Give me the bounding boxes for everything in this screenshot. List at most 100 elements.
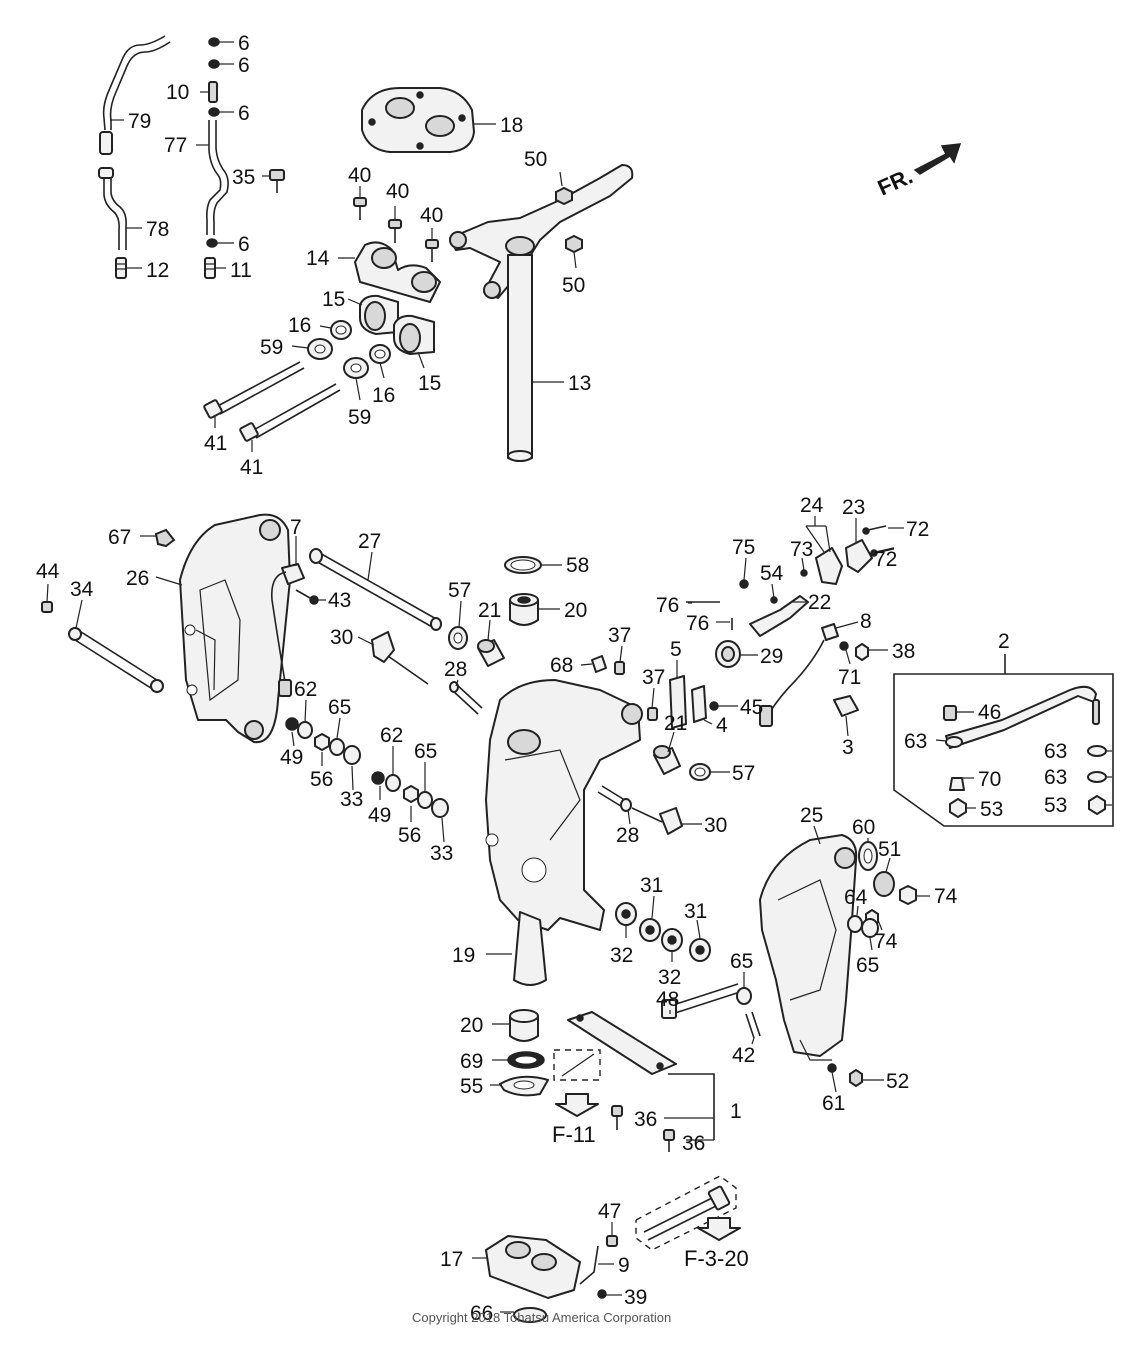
bolt-43 (295, 589, 319, 605)
callout: 46 (978, 701, 1001, 724)
seal-69 (507, 1051, 545, 1069)
callout: 10 (166, 81, 189, 104)
callout: 28 (444, 658, 467, 681)
callout: 71 (838, 666, 861, 689)
callout: 34 (70, 578, 94, 601)
hose-79 (99, 35, 171, 155)
anode-plate-1 (567, 1011, 715, 1140)
callout: 31 (640, 874, 663, 897)
pins-76 (686, 601, 733, 630)
callout: 57 (448, 579, 471, 602)
callout-labels: 6 6 10 6 79 77 35 78 6 12 11 18 40 40 40… (36, 32, 1067, 1325)
callout: 38 (892, 640, 915, 663)
bolt-67 (154, 528, 176, 548)
callout: 33 (430, 842, 453, 865)
callout: 6 (238, 102, 250, 125)
bracket-22 (749, 595, 809, 637)
washers-31-32 (615, 902, 711, 962)
callout: 43 (328, 589, 351, 612)
callout: 32 (658, 966, 681, 989)
callout: 2 (998, 630, 1010, 653)
pin-28b (597, 785, 632, 812)
callout: 63 (1044, 766, 1067, 789)
callout: 31 (684, 900, 707, 923)
callout: 15 (418, 372, 441, 395)
callout: 66 (470, 1302, 493, 1325)
swivel-bracket-19 (485, 679, 643, 986)
bracket-30a (371, 631, 429, 685)
callout: 59 (348, 406, 371, 429)
callout: 27 (358, 530, 381, 553)
callout: 33 (340, 788, 363, 811)
callout: 57 (732, 762, 755, 785)
callout: 40 (386, 180, 409, 203)
callout: 61 (822, 1092, 845, 1115)
callout: 37 (608, 624, 631, 647)
nuts-50 (555, 186, 583, 254)
plate-55 (499, 1075, 549, 1097)
callout: 17 (440, 1248, 463, 1271)
bushing-21a (477, 639, 505, 667)
callout: 14 (306, 247, 330, 270)
wire-9 (579, 1245, 599, 1285)
callout: 62 (294, 678, 317, 701)
callout: 45 (740, 696, 763, 719)
bracket-30b (631, 807, 683, 835)
callout: 7 (290, 516, 302, 539)
hose-77 (206, 120, 229, 235)
callout: 1 (730, 1100, 742, 1123)
washers-60-51-64-74-65 (847, 841, 917, 938)
callout: 20 (564, 599, 587, 622)
clamp-14 (354, 241, 441, 303)
callout: 26 (126, 567, 149, 590)
bracket-4-45 (691, 685, 719, 723)
callout: 62 (380, 724, 403, 747)
bolt-47 (606, 1235, 618, 1247)
callout: 50 (562, 274, 585, 297)
callout: 3 (842, 736, 854, 759)
callout: 21 (664, 712, 687, 735)
copyright-text: Copyright 2018 Tohatsu America Corporati… (412, 1310, 671, 1325)
cover-18 (361, 87, 475, 153)
trim-sensor-29 (715, 640, 741, 668)
screws-72 (862, 525, 895, 557)
callout: 79 (128, 110, 151, 133)
hose-78 (98, 167, 127, 250)
callout: 22 (808, 591, 831, 614)
callout: 32 (610, 944, 633, 967)
callout: 41 (204, 432, 227, 455)
nipple-11 (204, 257, 216, 279)
nipple-12 (115, 257, 127, 279)
callout: 75 (732, 536, 755, 559)
callout: 65 (328, 696, 351, 719)
callout: 28 (616, 824, 639, 847)
callout: 15 (322, 288, 345, 311)
callout: 40 (348, 164, 371, 187)
bushing-21b (653, 745, 681, 775)
callout: 18 (500, 114, 523, 137)
ref-arrow-f320 (697, 1217, 741, 1241)
callout: 13 (568, 372, 591, 395)
callout: 20 (460, 1014, 483, 1037)
pin-44 (41, 601, 53, 613)
wire-7 (270, 563, 305, 697)
callout: 56 (310, 768, 333, 791)
callout: 65 (414, 740, 437, 763)
bushing-20b (509, 1009, 539, 1042)
callout: 69 (460, 1050, 483, 1073)
callout: 12 (146, 259, 169, 282)
callout: 47 (598, 1200, 621, 1223)
callout: 74 (874, 930, 898, 953)
callout: 6 (238, 32, 250, 55)
callout: 8 (860, 610, 872, 633)
ref-arrow-f11 (555, 1093, 599, 1117)
callout: 49 (368, 804, 391, 827)
callout: 76 (686, 612, 709, 635)
callout: 11 (230, 259, 252, 282)
callout: 70 (978, 768, 1001, 791)
pin-42 (745, 1011, 761, 1039)
callout: 64 (844, 886, 868, 909)
callout: 74 (934, 885, 958, 908)
callout: 51 (878, 838, 901, 861)
